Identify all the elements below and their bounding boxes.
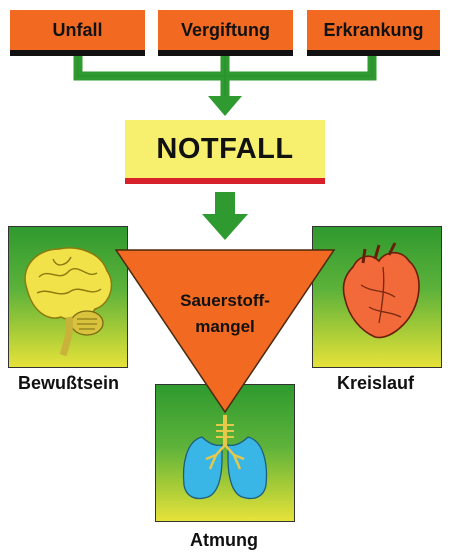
- cause-box-vergiftung: Vergiftung: [158, 10, 293, 56]
- heart-icon: [342, 242, 420, 339]
- heart-label: Kreislauf: [337, 373, 415, 393]
- brain-label: Bewußtsein: [18, 373, 120, 393]
- arrow-shaft: [215, 192, 235, 218]
- merge-connector-outline: [77, 56, 373, 98]
- triangle-label-line2: mangel: [195, 317, 255, 336]
- notfall-box: NOTFALL: [125, 120, 325, 184]
- cause-label: Erkrankung: [323, 19, 424, 40]
- brain-icon: [24, 247, 113, 357]
- cause-box-erkrankung: Erkrankung: [307, 10, 440, 56]
- lungs-label: Atmung: [190, 530, 258, 550]
- cause-box-unfall: Unfall: [10, 10, 145, 56]
- cause-label: Vergiftung: [181, 19, 270, 40]
- notfall-label: NOTFALL: [156, 132, 294, 165]
- merge-connector: [73, 56, 377, 98]
- arrow-down-to-triangle: [202, 214, 248, 240]
- triangle-label-line1: Sauerstoff-: [180, 291, 270, 310]
- cause-label: Unfall: [52, 19, 103, 40]
- arrow-down-to-notfall: [208, 96, 242, 116]
- lungs-icon: [182, 415, 268, 500]
- brain-panel: [8, 226, 128, 368]
